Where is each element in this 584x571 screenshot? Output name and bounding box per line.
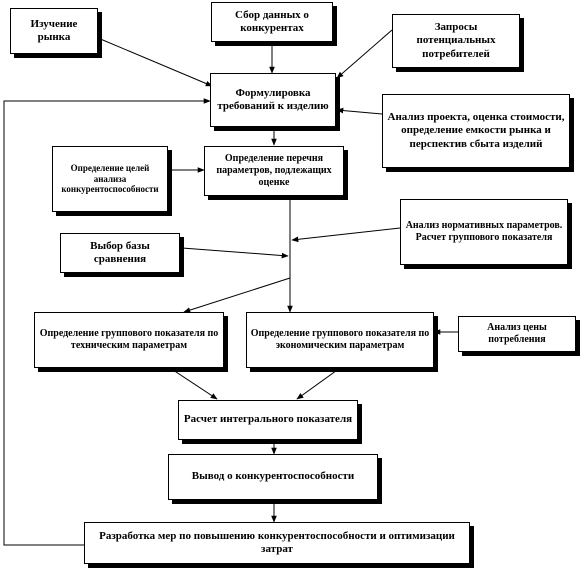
node-price-analysis: Анализ цены потребления [458, 316, 576, 352]
arrow-project-analysis-to-requirements [336, 107, 383, 115]
node-normative-analysis: Анализ нормативных параметров. Расчет гр… [400, 199, 568, 265]
node-conclusion: Вывод о конкурентоспособности [168, 454, 378, 500]
node-base-choice: Выбор базы сравнения [60, 233, 180, 273]
node-measures: Разработка мер по повышению конкурентосп… [84, 522, 470, 564]
arrow-consumers-to-requirements [336, 29, 393, 79]
node-market-study: Изучение рынка [10, 8, 98, 54]
arrow-trunk-to-tech [183, 277, 291, 313]
node-competitor-data: Сбор данных о конкурентах [211, 2, 333, 42]
node-parameters-list: Определение перечня параметров, подлежащ… [204, 146, 344, 196]
arrow-tech-to-integral [169, 367, 218, 400]
node-project-analysis: Анализ проекта, оценка стоимости, опреде… [382, 94, 570, 168]
arrow-base-to-trunk [181, 247, 289, 259]
arrow-econ-to-integral [296, 367, 341, 400]
node-econ-group-index: Определение группового показателя по эко… [246, 312, 434, 368]
arrow-market-to-requirements [97, 37, 213, 87]
feedback-loop [3, 98, 211, 546]
node-tech-group-index: Определение группового показателя по тех… [34, 312, 224, 368]
node-integral-index: Расчет интегрального показателя [178, 400, 358, 440]
arrow-normative-to-trunk [291, 227, 401, 243]
node-consumer-requests: Запросы потенциальных потребителей [392, 14, 520, 68]
node-analysis-goals: Определение целей анализа конкурентоспос… [52, 146, 168, 212]
node-requirements: Формулировка требований к изделию [210, 73, 336, 127]
